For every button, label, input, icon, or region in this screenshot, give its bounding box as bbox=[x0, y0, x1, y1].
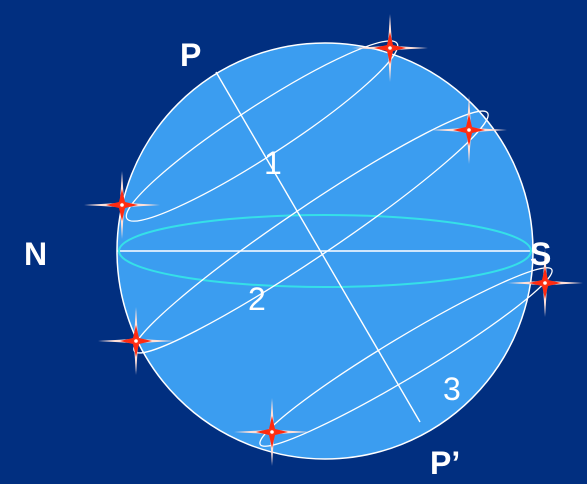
polar-axis bbox=[215, 71, 421, 423]
zone-2-label: 2 bbox=[248, 281, 266, 317]
pole-bottom-label: P’ bbox=[430, 445, 460, 481]
south-label: S bbox=[530, 236, 551, 272]
north-label: N bbox=[24, 236, 47, 272]
diurnal-circle-3 bbox=[259, 267, 553, 447]
diurnal-circle-1 bbox=[125, 40, 399, 222]
zone-3-label: 3 bbox=[443, 371, 461, 407]
pole-top-label: P bbox=[180, 37, 201, 73]
equator-ellipse bbox=[118, 214, 532, 288]
zone-1-label: 1 bbox=[264, 145, 282, 181]
